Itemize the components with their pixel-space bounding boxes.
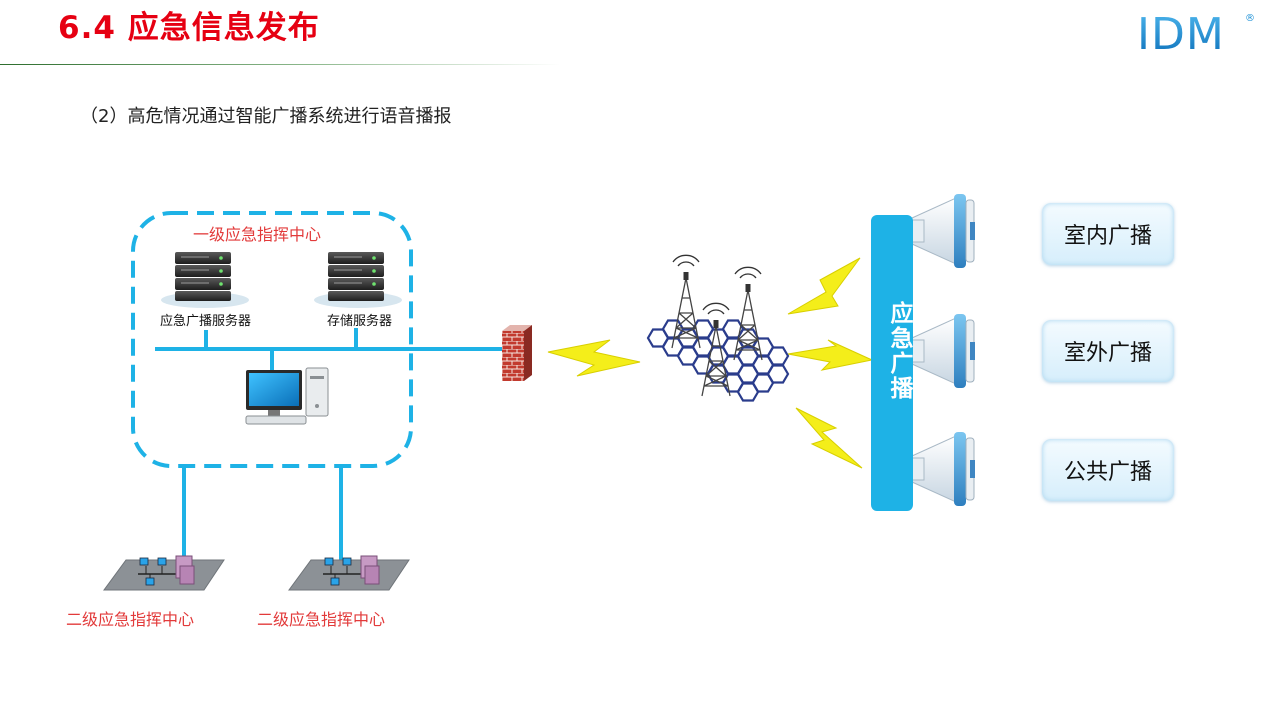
outdoor-broadcast-card: 室外广播 bbox=[1042, 320, 1174, 382]
idm-logo: IDM ® bbox=[1135, 9, 1257, 60]
cellular-tower-network-icon bbox=[646, 254, 790, 402]
logo-text: IDM bbox=[1137, 9, 1225, 55]
broadcast-server-label: 应急广播服务器 bbox=[160, 314, 252, 329]
storage-server-label: 存储服务器 bbox=[327, 314, 393, 329]
registered-mark: ® bbox=[1245, 13, 1255, 24]
section-subtitle: （2）高危情况通过智能广播系统进行语音播报 bbox=[80, 106, 452, 127]
lightning-bolt-left bbox=[547, 339, 641, 377]
megaphone-icon bbox=[911, 432, 975, 506]
primary-center-label: 一级应急指挥中心 bbox=[193, 225, 322, 244]
server-stack-icon bbox=[161, 252, 249, 308]
lan-network-icon bbox=[103, 555, 225, 591]
lightning-bolt-mid bbox=[787, 339, 874, 371]
title-divider bbox=[0, 64, 560, 65]
emergency-broadcast-label: 应急广播 bbox=[886, 301, 912, 401]
emergency-broadcast-bar: 应急广播 bbox=[871, 215, 913, 511]
public-broadcast-card: 公共广播 bbox=[1042, 439, 1174, 501]
lightning-bolt-bottom bbox=[795, 407, 863, 469]
megaphone-icon bbox=[911, 314, 975, 388]
desktop-computer-icon bbox=[245, 367, 329, 425]
lan-network-icon bbox=[288, 555, 410, 591]
megaphone-icon bbox=[911, 194, 975, 268]
primary-center-region bbox=[131, 211, 413, 468]
secondary-center-label: 二级应急指挥中心 bbox=[66, 610, 195, 629]
firewall-brick-wall-icon bbox=[502, 325, 532, 381]
page-title: 6.4 应急信息发布 bbox=[58, 10, 320, 46]
server-stack-icon bbox=[314, 252, 402, 308]
indoor-broadcast-card: 室内广播 bbox=[1042, 203, 1174, 265]
lightning-bolt-top bbox=[787, 257, 861, 315]
secondary-center-label: 二级应急指挥中心 bbox=[257, 610, 386, 629]
